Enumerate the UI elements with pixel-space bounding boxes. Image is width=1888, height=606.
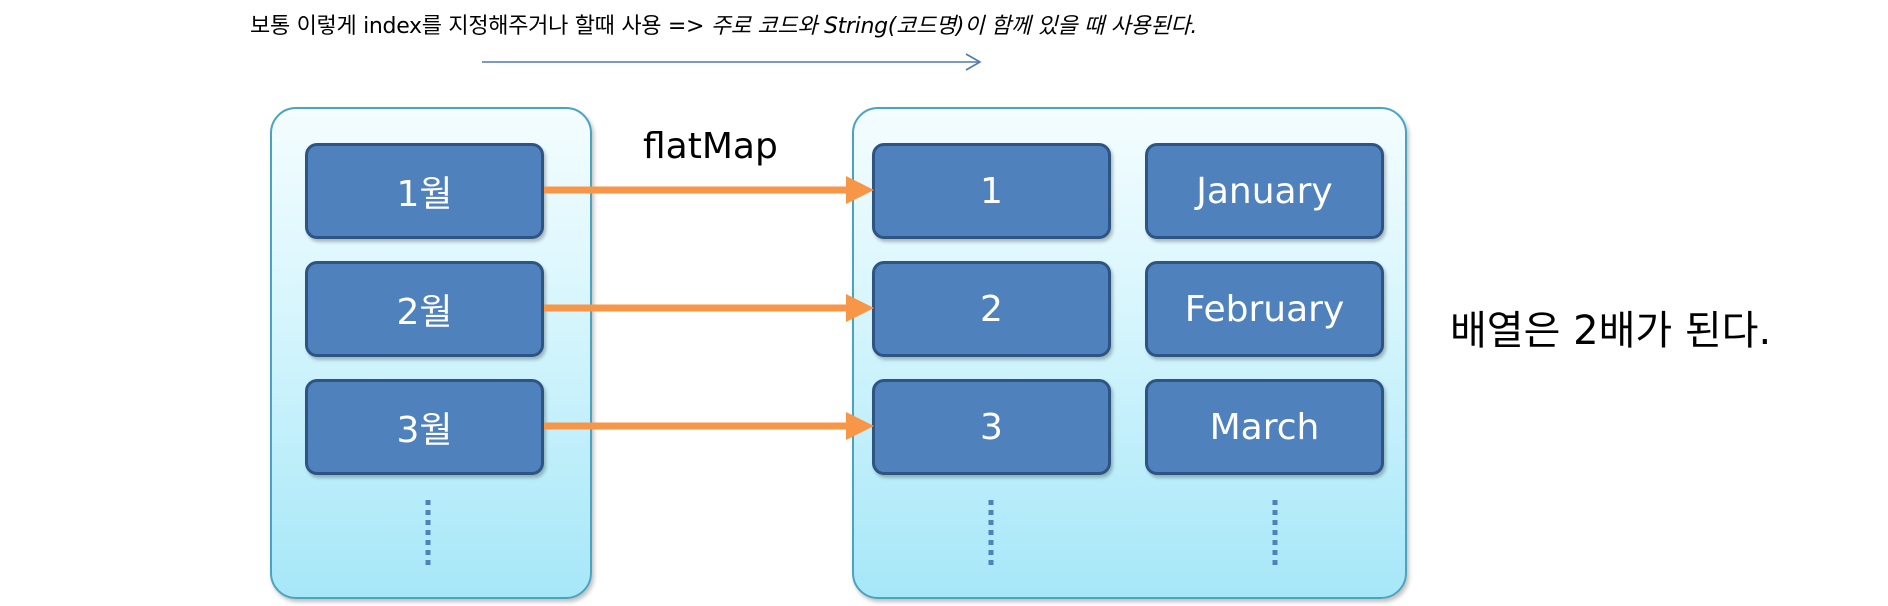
operation-label: flatMap xyxy=(643,126,778,167)
result-name-1: January xyxy=(1145,143,1384,239)
usage-note-emphasis: 주로 코드와 String(코드명)이 함께 있을 때 사용된다. xyxy=(710,14,1198,39)
result-code-1: 1 xyxy=(872,143,1111,239)
mapping-arrow-2 xyxy=(544,294,874,322)
usage-note-plain: 보통 이렇게 index를 지정해주거나 할때 사용 => xyxy=(250,14,711,39)
source-item-2: 2월 xyxy=(305,261,544,357)
result-note: 배열은 2배가 된다. xyxy=(1450,308,1772,354)
result-name-3: March xyxy=(1145,379,1384,475)
source-item-3: 3월 xyxy=(305,379,544,475)
usage-note: 보통 이렇게 index를 지정해주거나 할때 사용 => 주로 코드와 Str… xyxy=(250,8,1197,40)
mapping-arrow-3 xyxy=(544,412,874,440)
result-code-2: 2 xyxy=(872,261,1111,357)
top-arrow xyxy=(482,53,982,71)
mapping-arrow-1 xyxy=(544,176,874,204)
result-name-2: February xyxy=(1145,261,1384,357)
source-item-1: 1월 xyxy=(305,143,544,239)
result-code-3: 3 xyxy=(872,379,1111,475)
